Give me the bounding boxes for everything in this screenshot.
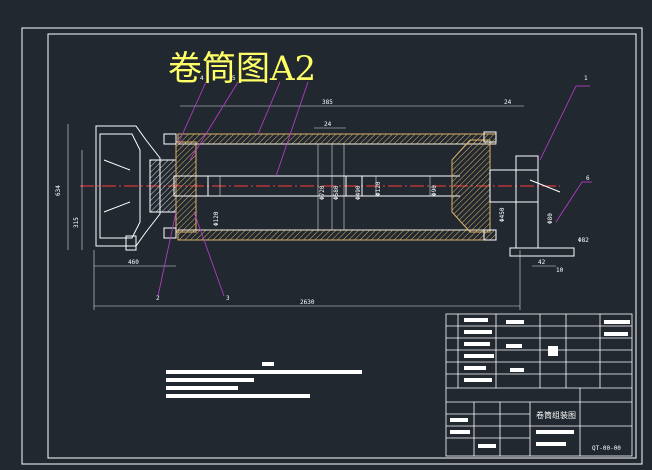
dim-d8: Φ80 bbox=[547, 213, 554, 224]
dim-total-length: 2630 bbox=[300, 299, 315, 306]
dim-d4: Φ120 bbox=[375, 181, 382, 196]
dim-d3: Φ490 bbox=[355, 185, 362, 200]
balloon-2: 2 bbox=[156, 295, 160, 302]
dim-d9: Φ82 bbox=[578, 237, 589, 244]
title-block-drawing-number: QT-00-00 bbox=[592, 445, 621, 452]
dim-d5: Φ120 bbox=[213, 211, 220, 226]
balloon-5: 5 bbox=[232, 75, 236, 82]
outer-frame bbox=[21, 27, 643, 465]
dim-left-offset: 460 bbox=[128, 259, 139, 266]
dim-right-offset: 42 bbox=[538, 259, 546, 266]
dim-left-height: 634 bbox=[55, 185, 62, 196]
dim-top-length: 385 bbox=[322, 99, 333, 106]
dim-d7: Φ450 bbox=[499, 207, 506, 222]
dim-d2: Φ580 bbox=[333, 185, 340, 200]
dim-d1: Φ720 bbox=[319, 185, 326, 200]
balloon-1: 1 bbox=[584, 75, 588, 82]
main-shaft bbox=[206, 175, 460, 197]
drawing-title: 卷筒图A2 bbox=[168, 49, 316, 89]
dim-d10: 10 bbox=[556, 267, 564, 274]
dim-top-right: 24 bbox=[504, 99, 512, 106]
balloon-6: 6 bbox=[586, 175, 590, 182]
title-block-cells bbox=[450, 318, 630, 448]
right-bearing-seat bbox=[509, 155, 575, 257]
left-bearing-housing bbox=[95, 125, 161, 251]
dimension-lines bbox=[67, 105, 556, 310]
title-block-drawing-name: 卷筒组装图 bbox=[536, 410, 576, 420]
balloon-4: 4 bbox=[200, 75, 204, 82]
inner-frame bbox=[47, 33, 637, 459]
dim-d6: Φ90 bbox=[431, 185, 438, 196]
balloon-3: 3 bbox=[226, 295, 230, 302]
technical-notes bbox=[166, 362, 362, 398]
dim-left-height2: 315 bbox=[73, 217, 80, 228]
title-block bbox=[445, 313, 633, 457]
dim-inner-width: 24 bbox=[324, 121, 332, 128]
balloon-leaders bbox=[157, 81, 592, 297]
